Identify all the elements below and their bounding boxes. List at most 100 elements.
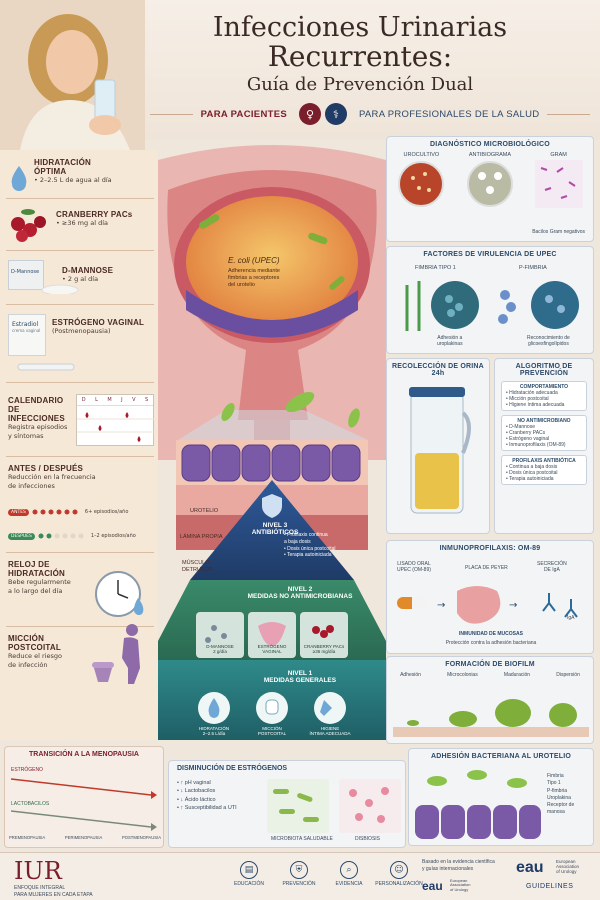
algo-s1-items: • Hidratación adecuada• Micción postcoit…	[506, 390, 582, 408]
menopause-x-label: PREMENOPAUSIA	[9, 835, 46, 840]
level3-item: • Dosis única postcoital	[284, 545, 336, 552]
level2-title-2: MEDIDAS NO ANTIMICROBIANAS	[247, 593, 353, 600]
urine-culture: UROCULTIVO	[395, 152, 447, 214]
evidence-1: Basado en la evidencia científica	[422, 859, 495, 865]
detrusor-label-2: DETRUSOR	[182, 567, 213, 574]
title-line-1: Infecciones Urinarias	[212, 12, 508, 43]
biofilm-stage: Adhesión	[400, 672, 421, 678]
pfimbria-desc-1: Reconocimiento de	[527, 335, 570, 341]
virulence-illustration	[405, 281, 579, 331]
calendar-desc: Registra episodios	[8, 423, 68, 431]
card-l1: HIGIENE	[320, 726, 340, 731]
antibiogram: ANTIBIOGRAMA	[464, 152, 516, 214]
guidelines-label: GUIDELINES	[526, 883, 574, 890]
after-row: DESPUÉS 1–2 episodios/año	[8, 530, 158, 542]
peyer-label: PLACA DE PEYER	[465, 565, 508, 571]
calendar-day: M	[107, 397, 112, 403]
adhesion-title: ADHESIÓN BACTERIANA AL UROTELIO	[430, 753, 572, 760]
svg-text:→: →	[437, 600, 445, 611]
adhesion-desc: Adherencia mediante fimbrias a receptore…	[228, 268, 280, 289]
bladder-pyramid-illustration	[158, 145, 386, 740]
lysate-1: LISADO ORAL	[397, 561, 431, 567]
algo-s2-title: NO ANTIMICROBIANO	[517, 418, 571, 424]
subtitle: Guía de Prevención Dual	[246, 74, 474, 95]
prevention-algorithm-panel: ALGORITMO DE PREVENCIÓN COMPORTAMIENTO •…	[494, 358, 594, 534]
diagnosis-items: UROCULTIVO ANTIBIOGRAMA GRAM	[387, 152, 593, 214]
dmannose-pack: D-Mannose	[8, 260, 44, 290]
pillar-education: ▤EDUCACIÓN	[226, 861, 272, 887]
menopause-panel: TRANSICIÓN A LA MENOPAUSIA ESTRÓGENO LAC…	[4, 746, 164, 848]
cranberry-title: CRANBERRY PACs	[56, 210, 133, 219]
hydration-desc: • 2–2.5 L de agua al día	[34, 176, 112, 184]
tagline-1: ENFOQUE INTEGRAL	[14, 885, 66, 891]
calendar-grid	[77, 412, 155, 442]
postcoital-section: MICCIÓN POSTCOITAL Reduce el riesgo de i…	[8, 634, 88, 670]
biofilm-panel: FORMACIÓN DE BIOFILM Adhesión Microcoloni…	[386, 656, 594, 744]
book-icon: ▤	[240, 861, 258, 879]
pillar-evidence: ⌕EVIDENCIA	[326, 861, 372, 887]
gram-note: Bacilos Gram negativos	[532, 229, 585, 235]
algo-s2-items: • D-Mannose• Cranberry PACs• Estrógeno v…	[506, 424, 582, 448]
caduceus-icon: ⚕	[324, 103, 347, 125]
biofilm-stage: Maduración	[503, 672, 531, 678]
dmannose-section: D-MANNOSE • 2 g al día	[62, 266, 210, 284]
card-l1: CRANBERRY PACs	[303, 644, 345, 649]
calendar-title: CALENDARIO	[8, 396, 64, 405]
algo-s1-title: COMPORTAMIENTO	[519, 384, 569, 390]
estrogen-desc: (Postmenopausia)	[52, 327, 111, 335]
level3-item: a baja dosis	[284, 538, 311, 545]
biofilm-illustration	[393, 699, 589, 737]
before-label: ANTES	[8, 508, 29, 516]
estrogen-title: ESTRÓGENO VAGINAL	[52, 318, 145, 327]
card-l1: MICCIÓN	[262, 726, 282, 731]
algo-nonantimicrobial-box: NO ANTIMICROBIANO • D-Mannose• Cranberry…	[501, 415, 587, 451]
biofilm-title: FORMACIÓN DE BIOFILM	[445, 661, 535, 668]
algo-item: • Hidratación adecuada	[506, 390, 558, 396]
card-l2: ≥36 mg/día	[312, 649, 336, 654]
divider-line	[150, 113, 193, 115]
water-drop-icon	[11, 166, 27, 191]
footer: IUR ENFOQUE INTEGRAL PARA MUJERES EN CAD…	[0, 852, 600, 900]
immuno-title: INMUNOPROFILAXIS: OM-89	[439, 545, 541, 552]
clock-title: RELOJ DE HIDRATACIÓN	[8, 560, 66, 578]
clock-desc-2: a lo largo del día	[8, 586, 63, 595]
after-dots	[38, 533, 84, 539]
eau-logo-small: eau	[422, 879, 443, 893]
clock-desc-1: Bebe regularmente	[8, 578, 71, 586]
audience-icons: ♀ ⚕	[298, 103, 347, 125]
evidence-2: y guías internacionales	[422, 865, 474, 872]
powder-pile-icon	[41, 284, 79, 294]
menopause-trend-chart	[11, 778, 157, 831]
urine-collection-title: RECOLECCIÓN DE ORINA 24h	[392, 363, 484, 377]
type1-desc-2: uroplakinas	[437, 341, 463, 347]
cranberry-icon	[11, 209, 46, 242]
woman-profile-icon: ♀	[298, 103, 321, 125]
level3-title-1: NIVEL 3	[262, 522, 288, 529]
urothelium-label: UROTELIO	[190, 508, 219, 514]
footer-pillars: ▤EDUCACIÓN ⛨PREVENCIÓN ⌕EVIDENCIA ☺PERSO…	[226, 861, 423, 887]
algorithm-title: ALGORITMO DE PREVENCIÓN	[515, 363, 573, 377]
hydration-title: HIDRATACIÓN	[34, 158, 92, 167]
algo-antibiotic-box: PROFILAXIS ANTIBIÓTICA • Continua a baja…	[501, 455, 587, 485]
detrusor-label-1: MÚSCULO	[182, 560, 210, 566]
biofilm-stage: Microcolonias	[447, 672, 478, 678]
card-l2: POSTCOITAL	[257, 731, 287, 736]
card-l2: 2–2.5 L/día	[202, 731, 226, 736]
urine-collection-panel: RECOLECCIÓN DE ORINA 24h	[386, 358, 490, 534]
estrogen-decrease-item: • ↓ Ácido láctico	[177, 796, 216, 803]
estradiol-label: Estradiol	[12, 321, 39, 328]
algo-item: • Inmunoprofilaxis (OM-89)	[506, 442, 566, 448]
divider	[6, 250, 154, 251]
level2-box: NIVEL 2 MEDIDAS NO ANTIMICROBIANAS	[200, 586, 400, 600]
estrogen-decrease-item: • ↓ Lactobacilos	[177, 788, 216, 795]
estrogen-section: ESTRÓGENO VAGINAL (Postmenopausia)	[52, 318, 200, 336]
eau-logo-large: eau	[516, 859, 544, 876]
adhesion-label: Uroplakina	[547, 794, 571, 801]
shield-icon: ⛨	[290, 861, 308, 879]
estradiol-sub: crema vaginal	[12, 328, 41, 333]
